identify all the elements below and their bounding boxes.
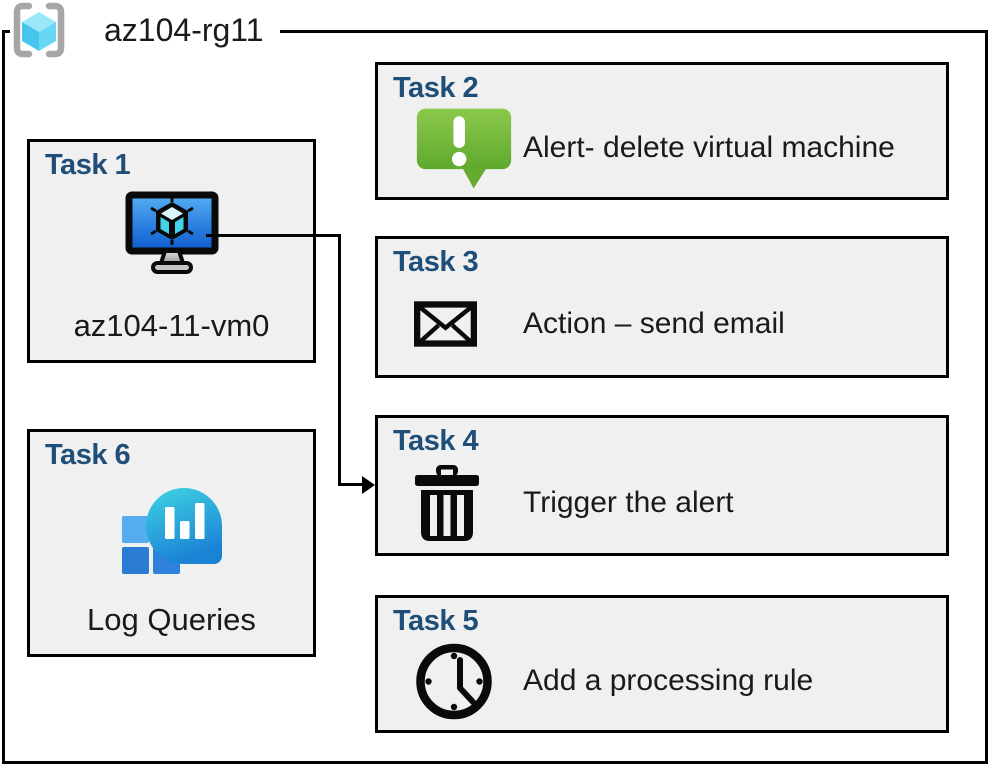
task-6-label: Log Queries xyxy=(87,602,256,637)
resource-group-name: az104-rg11 xyxy=(104,11,264,48)
task-1-title: Task 1 xyxy=(45,149,131,181)
clock-icon xyxy=(414,640,494,722)
task-3-title: Task 3 xyxy=(393,246,479,278)
connector-line-horizontal-bottom xyxy=(338,483,364,486)
virtual-machine-icon xyxy=(30,190,313,276)
task-3-box: Task 3 Action – send email xyxy=(375,236,949,378)
task-3-label: Action – send email xyxy=(523,307,785,340)
resource-group-legend: az104-rg11 xyxy=(10,1,280,59)
task-5-title: Task 5 xyxy=(393,605,479,637)
task-5-label: Add a processing rule xyxy=(523,664,814,697)
task-1-box: Task 1 xyxy=(27,139,316,363)
resource-group-icon xyxy=(12,1,66,59)
task-5-box: Task 5 Add a processing rule xyxy=(375,595,949,733)
trash-icon xyxy=(414,460,480,545)
task-4-box: Task 4 Trigger the alert xyxy=(375,415,949,556)
task-2-title: Task 2 xyxy=(393,72,479,104)
connector-line-horizontal-top xyxy=(206,234,341,237)
alert-message-icon xyxy=(414,107,514,189)
log-analytics-icon xyxy=(30,480,313,580)
task-4-title: Task 4 xyxy=(393,425,479,457)
task-6-title: Task 6 xyxy=(45,439,131,471)
task-4-label: Trigger the alert xyxy=(523,485,734,519)
task-6-box: Task 6 Log Queries xyxy=(27,429,316,657)
task-1-label: az104-11-vm0 xyxy=(73,308,270,343)
task-2-label: Alert- delete virtual machine xyxy=(523,131,895,164)
task-2-box: Task 2 Alert- delete virtual machine xyxy=(375,62,949,200)
connector-arrowhead-icon xyxy=(362,476,375,494)
email-envelope-icon xyxy=(414,281,477,367)
connector-line-vertical xyxy=(338,234,341,486)
